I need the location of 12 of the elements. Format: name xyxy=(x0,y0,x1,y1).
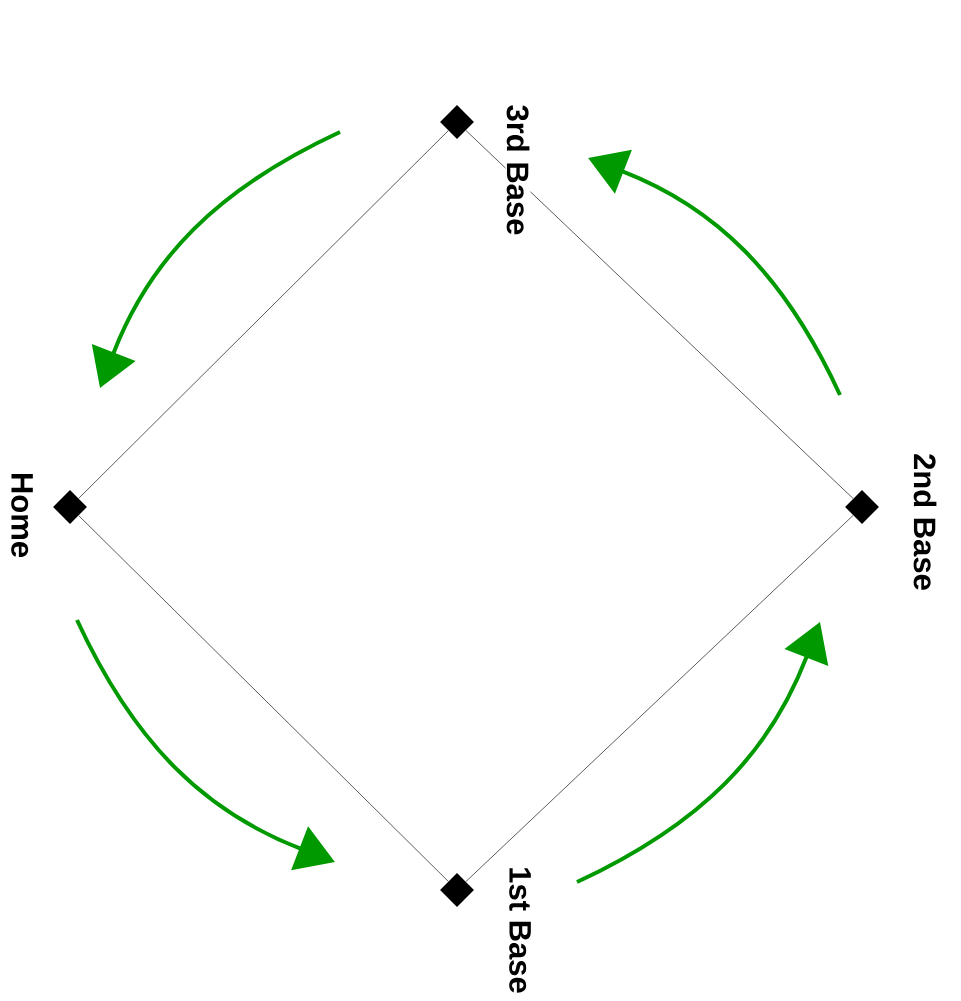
base-label: 2nd Base xyxy=(912,452,938,592)
base-marker xyxy=(53,490,87,524)
base-label: 3rd Base xyxy=(505,103,531,237)
base-line xyxy=(465,129,854,499)
base-marker xyxy=(440,873,474,907)
base-marker xyxy=(440,105,474,139)
base-line xyxy=(78,515,449,882)
base-label: 1st Base xyxy=(508,865,532,995)
base-line xyxy=(78,130,449,499)
base-label: Home xyxy=(10,470,34,560)
base-line xyxy=(465,514,854,883)
base-marker xyxy=(845,490,879,524)
